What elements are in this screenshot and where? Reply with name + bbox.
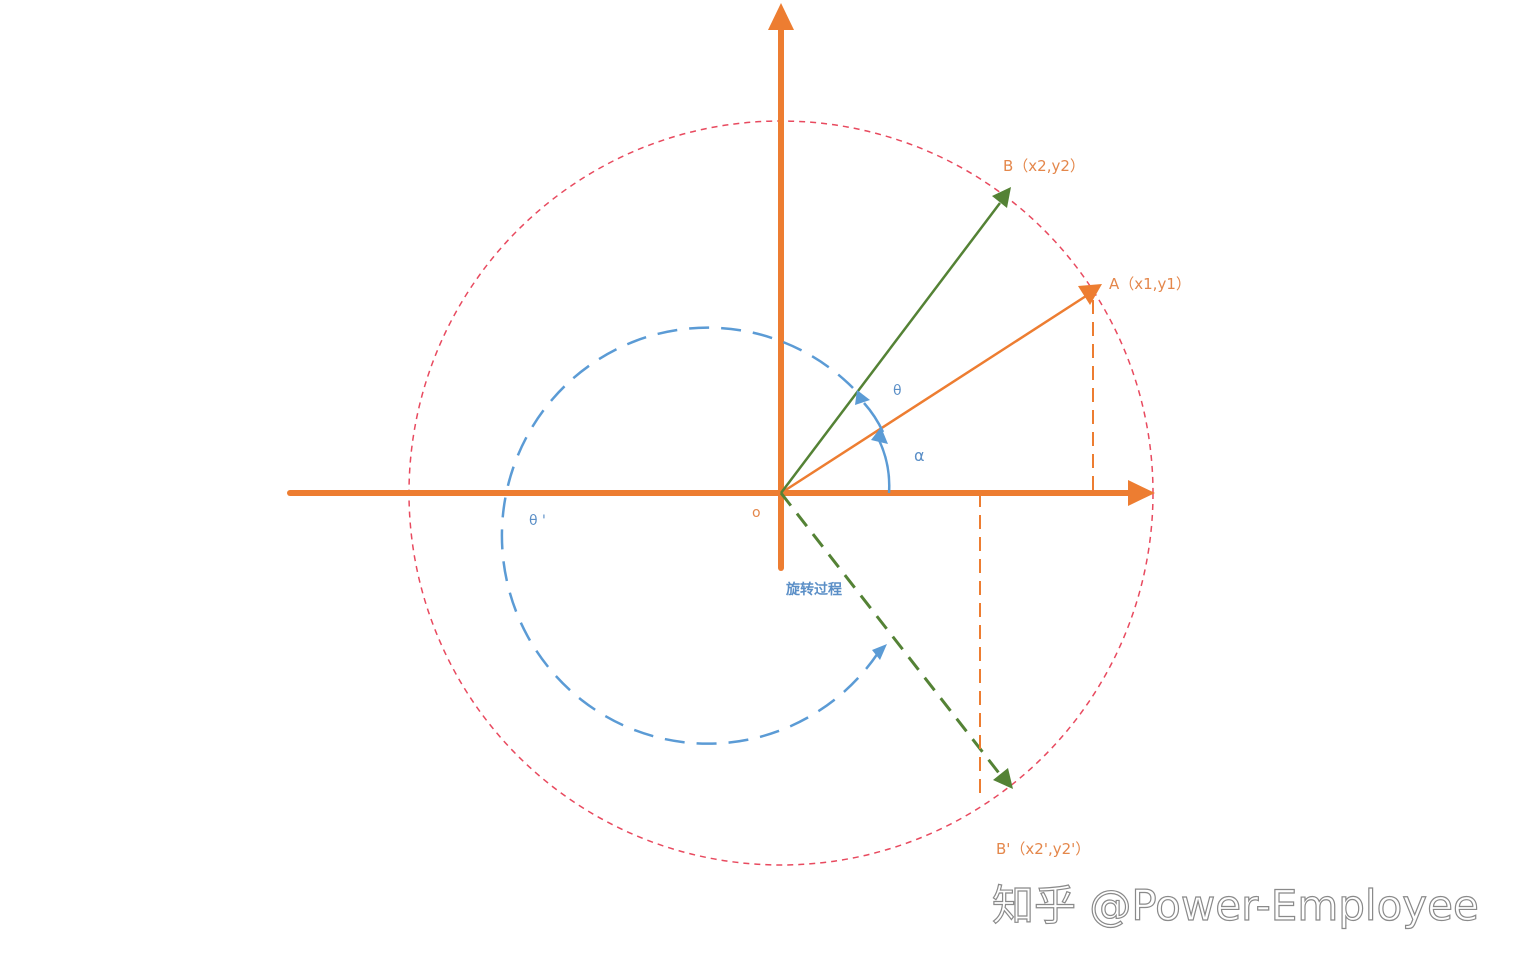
theta-prime-arrow-icon [872, 644, 887, 660]
vector-a-arrow-icon [1078, 284, 1102, 305]
y-axis [768, 3, 794, 571]
origin-label: o [752, 505, 761, 521]
x-axis [287, 480, 1155, 506]
alpha-arrow-icon [871, 427, 888, 444]
alpha-label: α [914, 446, 925, 465]
x-axis-arrow-icon [1128, 480, 1155, 506]
alpha-arc [877, 439, 891, 494]
vector-ob-prime [779, 492, 1013, 789]
theta-arc [863, 402, 885, 433]
watermark: 知乎 @Power-Employee [991, 880, 1479, 930]
y-axis-arrow-icon [768, 3, 794, 30]
vector-oa [780, 284, 1102, 495]
vector-b-prime-arrow-icon [993, 768, 1013, 789]
point-a-label: A（x1,y1） [1109, 275, 1191, 293]
point-b-prime-label: B'（x2',y2'） [996, 840, 1091, 858]
rotation-process-label: 旋转过程 [786, 582, 842, 598]
point-b-label: B（x2,y2） [1003, 157, 1085, 175]
theta-label: θ [893, 383, 902, 399]
vector-b-arrow-icon [992, 187, 1011, 208]
theta-prime-arc [500, 326, 880, 745]
theta-prime-label: θ ' [529, 513, 546, 529]
vector-ob [780, 187, 1011, 494]
theta-arrow-icon [855, 390, 870, 405]
